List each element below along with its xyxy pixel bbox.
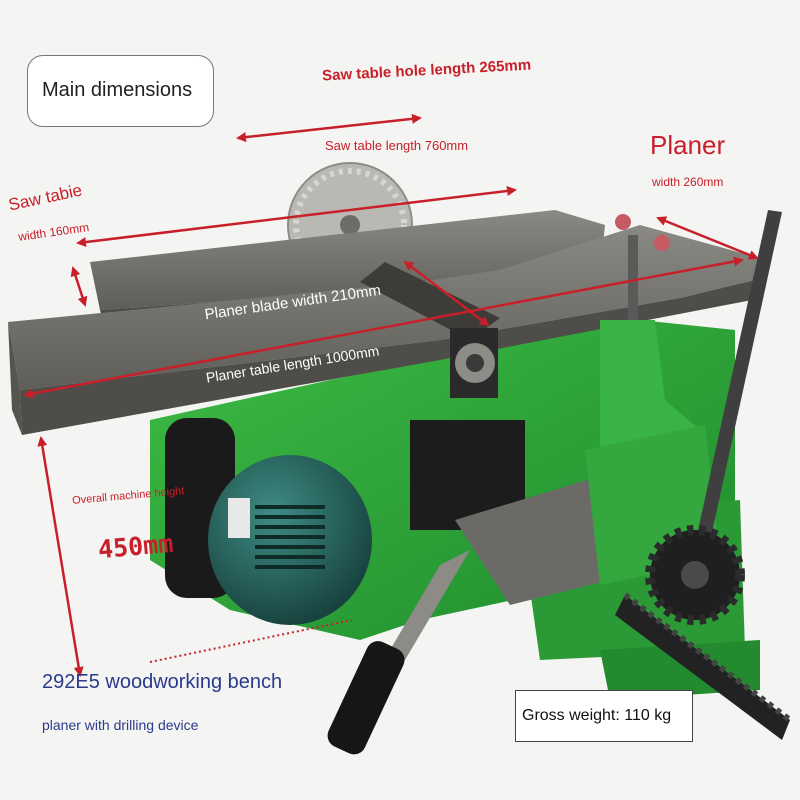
height-arrow <box>37 436 84 677</box>
planer-title: Planer <box>650 130 726 160</box>
planer-width-label: width 260mm <box>652 175 724 189</box>
planer-width-arrow <box>656 216 759 260</box>
motor-icon <box>165 418 372 625</box>
saw-hole-arrow <box>236 113 422 143</box>
title-box: Main dimensions <box>27 55 214 127</box>
planer-length-arrow <box>23 256 744 399</box>
product-subtitle: planer with drilling device <box>42 717 199 733</box>
dimension-arrows <box>23 113 759 677</box>
handwheel-icon <box>645 525 745 625</box>
saw-length-arrow <box>76 185 517 248</box>
weight-box: Gross weight: 110 kg <box>515 690 693 742</box>
saw-width-arrow <box>70 266 88 307</box>
gear-rack-icon <box>615 592 792 740</box>
floor-line <box>149 619 353 663</box>
weight-text: Gross weight: 110 kg <box>522 707 672 724</box>
product-name: 292E5 woodworking bench <box>42 671 283 693</box>
title-text: Main dimensions <box>42 79 193 101</box>
saw-length-label: Saw table length 760mm <box>325 138 469 153</box>
